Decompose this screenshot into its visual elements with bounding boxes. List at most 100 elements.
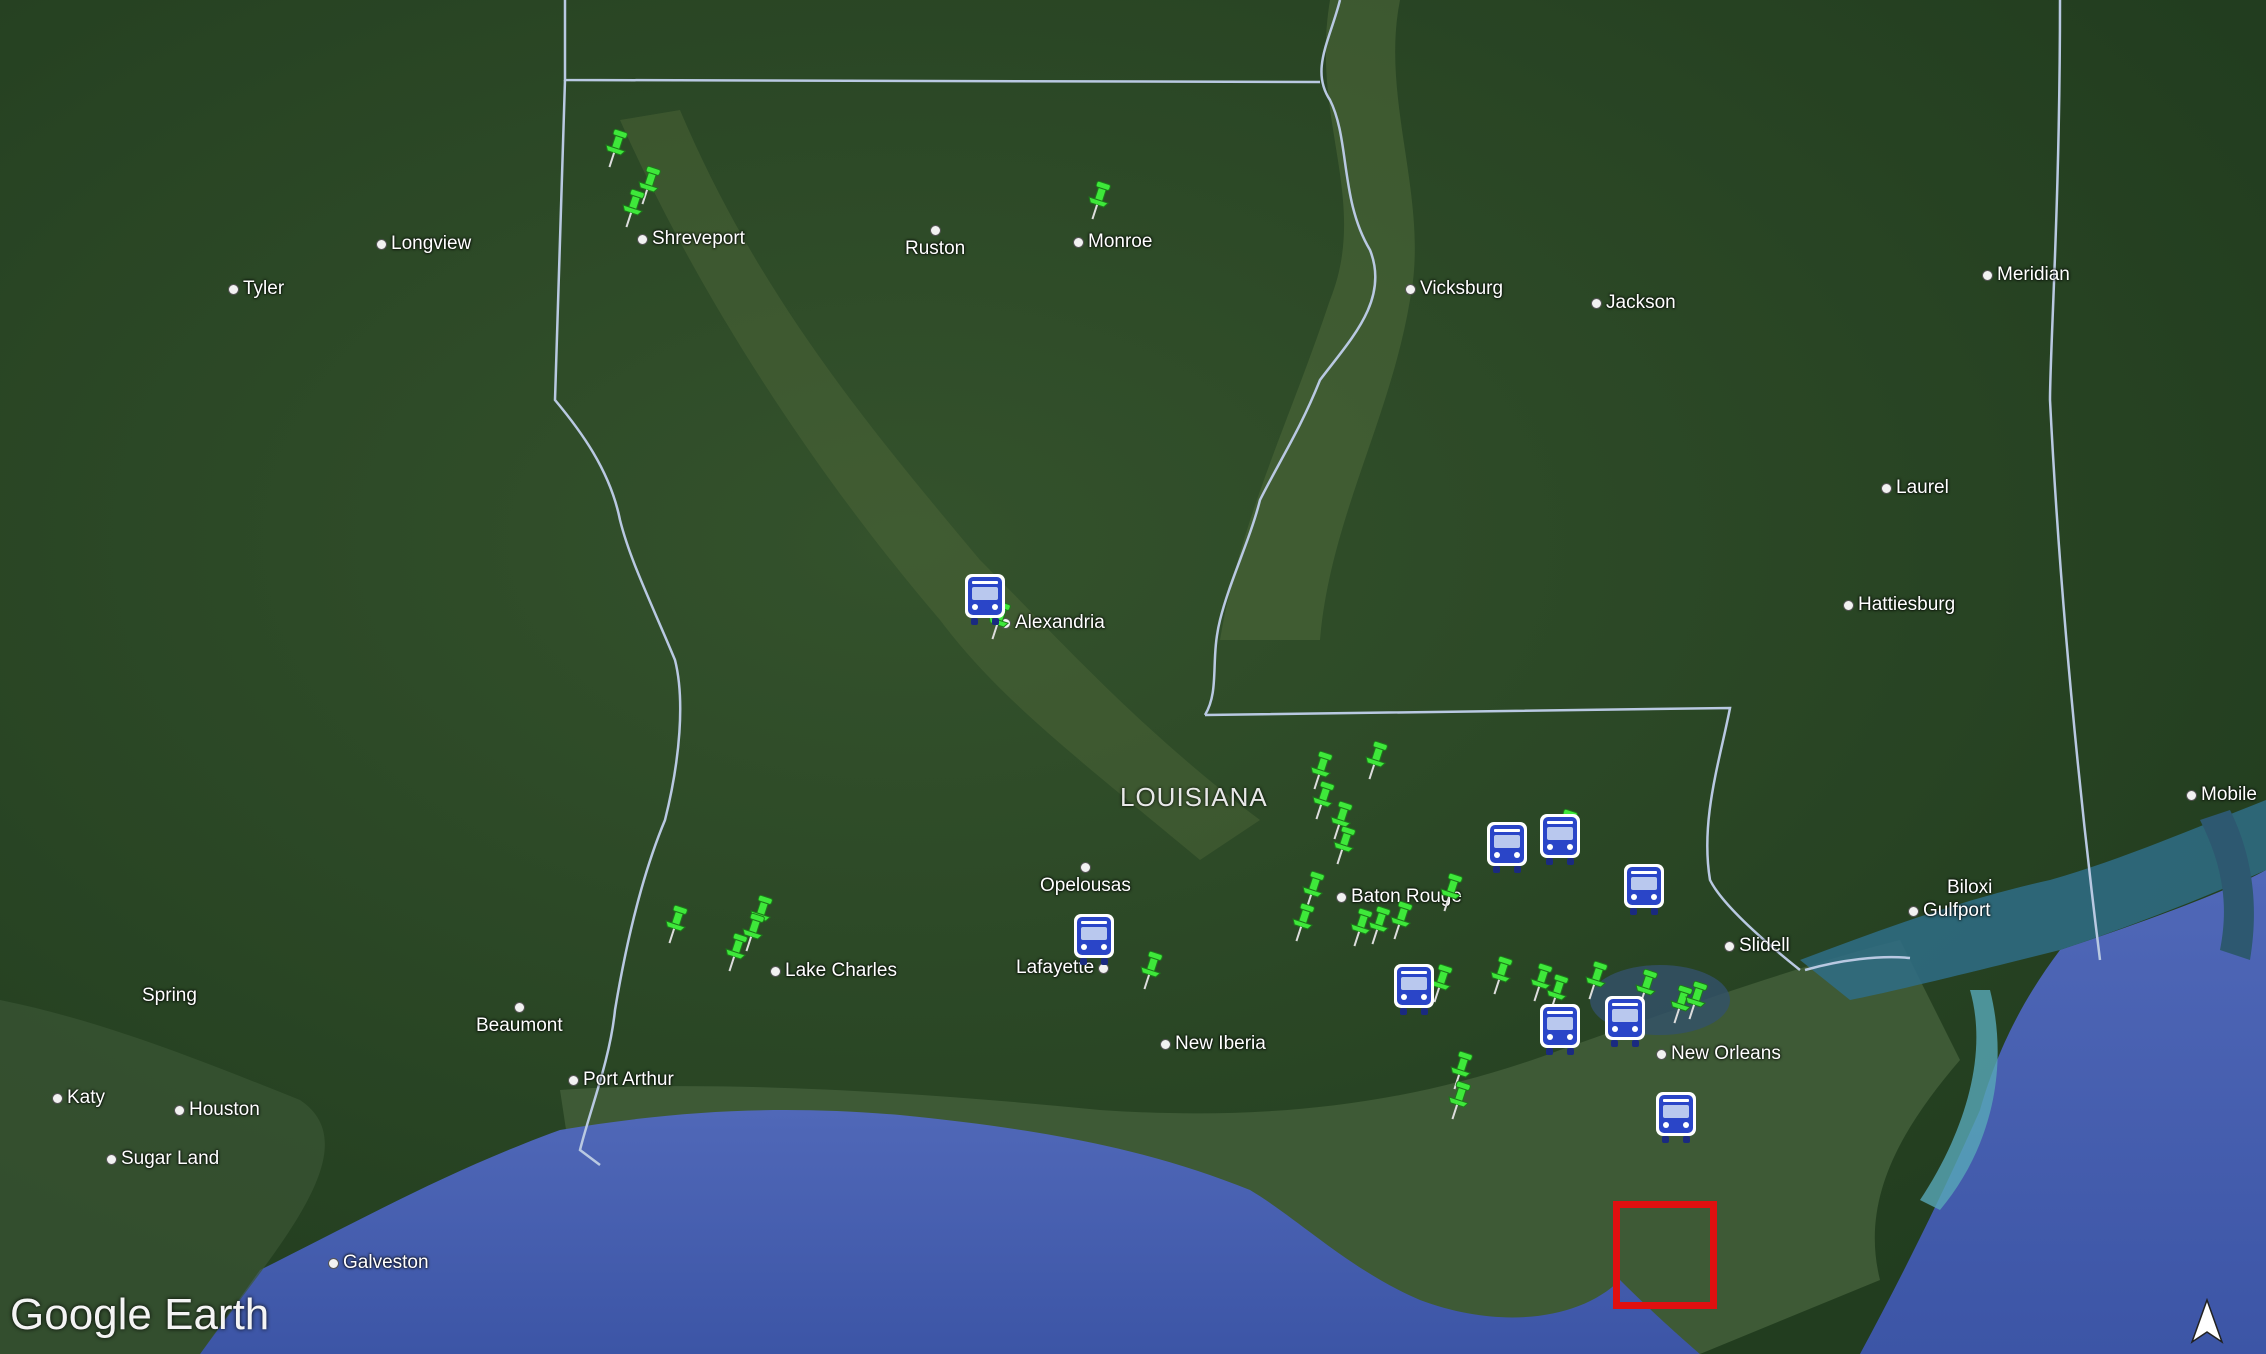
green-pushpin-icon[interactable] bbox=[1426, 963, 1454, 1007]
city-dot bbox=[1982, 269, 1993, 281]
green-pushpin-icon[interactable] bbox=[1681, 980, 1709, 1024]
city-dot bbox=[174, 1104, 185, 1116]
city-dot bbox=[376, 238, 387, 250]
state-label: LOUISIANA bbox=[1120, 782, 1268, 812]
green-pushpin-icon[interactable] bbox=[1542, 973, 1570, 1017]
bus-icon[interactable] bbox=[1654, 1090, 1698, 1146]
city-label: Slidell bbox=[1724, 935, 1790, 957]
green-pushpin-icon[interactable] bbox=[721, 932, 749, 976]
city-dot bbox=[1160, 1038, 1171, 1050]
city-name: Spring bbox=[142, 985, 197, 1006]
green-pushpin-icon[interactable] bbox=[1306, 750, 1334, 794]
city-name: Jackson bbox=[1606, 292, 1676, 313]
city-name: Monroe bbox=[1088, 231, 1153, 252]
city-dot bbox=[513, 1002, 525, 1013]
green-pushpin-icon[interactable] bbox=[1386, 900, 1414, 944]
city-name: Mobile bbox=[2201, 784, 2257, 805]
city-name: Longview bbox=[391, 233, 472, 254]
city-dot bbox=[1079, 862, 1091, 873]
city-name: Biloxi bbox=[1947, 877, 1993, 898]
green-pushpin-icon[interactable] bbox=[738, 912, 766, 956]
city-label: Vicksburg bbox=[1405, 278, 1503, 300]
city-dot bbox=[1908, 905, 1919, 917]
bus-icon[interactable] bbox=[1392, 962, 1436, 1018]
city-label: Houston bbox=[174, 1099, 260, 1121]
city-dot bbox=[2186, 789, 2197, 801]
city-name: Laurel bbox=[1896, 477, 1949, 498]
city-label: Hattiesburg bbox=[1843, 594, 1955, 616]
city-dot bbox=[1591, 297, 1602, 309]
city-dot bbox=[106, 1153, 117, 1165]
green-pushpin-icon[interactable] bbox=[1136, 950, 1164, 994]
bus-icon[interactable] bbox=[1622, 862, 1666, 918]
bus-icon[interactable] bbox=[1538, 1002, 1582, 1058]
city-dot bbox=[52, 1092, 63, 1104]
city-label: Katy bbox=[52, 1087, 105, 1109]
city-name: Baton Rouge bbox=[1351, 886, 1462, 907]
city-label: Beaumont bbox=[476, 1002, 563, 1037]
city-label: Opelousas bbox=[1040, 862, 1131, 897]
city-name: Ruston bbox=[905, 238, 966, 259]
google-earth-logo: Google Earth bbox=[10, 1290, 270, 1339]
city-label: Longview bbox=[376, 233, 471, 255]
city-dot bbox=[1405, 283, 1416, 295]
city-label: New Iberia bbox=[1160, 1033, 1266, 1055]
city-label: Spring bbox=[142, 985, 197, 1007]
city-label: Alexandria bbox=[1000, 612, 1105, 634]
city-dot bbox=[1336, 891, 1347, 903]
city-label: Shreveport bbox=[637, 228, 745, 250]
green-pushpin-icon[interactable] bbox=[1486, 955, 1514, 999]
green-pushpin-icon[interactable] bbox=[1326, 800, 1354, 844]
city-name: Gulfport bbox=[1923, 900, 1991, 921]
green-pushpin-icon[interactable] bbox=[1436, 872, 1464, 916]
green-pushpin-icon[interactable] bbox=[1581, 960, 1609, 1004]
city-name: Meridian bbox=[1997, 264, 2070, 285]
city-label: Galveston bbox=[328, 1252, 429, 1274]
city-name: Hattiesburg bbox=[1858, 594, 1956, 615]
green-pushpin-icon[interactable] bbox=[1346, 907, 1374, 951]
north-arrow-icon[interactable] bbox=[2190, 1298, 2224, 1344]
city-name: Port Arthur bbox=[583, 1069, 674, 1090]
city-label: Lake Charles bbox=[770, 960, 897, 982]
city-dot bbox=[228, 283, 239, 295]
green-pushpin-icon[interactable] bbox=[1361, 740, 1389, 784]
bus-icon[interactable] bbox=[1603, 994, 1647, 1050]
city-label: Tyler bbox=[228, 278, 284, 300]
bus-icon[interactable] bbox=[1072, 912, 1116, 968]
city-name: Lafayette bbox=[1016, 957, 1095, 978]
green-pushpin-icon[interactable] bbox=[1526, 962, 1554, 1006]
green-pushpin-icon[interactable] bbox=[1446, 1050, 1474, 1094]
city-label: Port Arthur bbox=[568, 1069, 674, 1091]
bus-icon[interactable] bbox=[1485, 820, 1529, 876]
city-name: Katy bbox=[67, 1087, 106, 1108]
city-dot bbox=[1843, 599, 1854, 611]
green-pushpin-icon[interactable] bbox=[1084, 180, 1112, 224]
city-label: Monroe bbox=[1073, 231, 1152, 253]
bus-icon[interactable] bbox=[1538, 812, 1582, 868]
city-label: Biloxi bbox=[1947, 877, 1992, 899]
green-pushpin-icon[interactable] bbox=[1444, 1080, 1472, 1124]
city-label: Mobile bbox=[2186, 784, 2257, 806]
green-pushpin-icon[interactable] bbox=[601, 128, 629, 172]
green-pushpin-icon[interactable] bbox=[634, 165, 662, 209]
city-name: Shreveport bbox=[652, 228, 745, 249]
city-dot bbox=[770, 965, 781, 977]
city-name: Lake Charles bbox=[785, 960, 897, 981]
city-name: Tyler bbox=[243, 278, 285, 299]
green-pushpin-icon[interactable] bbox=[1329, 825, 1357, 869]
city-label: Meridian bbox=[1982, 264, 2070, 286]
green-pushpin-icon[interactable] bbox=[1364, 905, 1392, 949]
green-pushpin-icon[interactable] bbox=[618, 188, 646, 232]
city-dot bbox=[1881, 482, 1892, 494]
green-pushpin-icon[interactable] bbox=[1308, 780, 1336, 824]
green-pushpin-icon[interactable] bbox=[1288, 902, 1316, 946]
city-name: Opelousas bbox=[1040, 875, 1131, 896]
green-pushpin-icon[interactable] bbox=[661, 904, 689, 948]
bus-icon[interactable] bbox=[963, 572, 1007, 628]
city-label: Baton Rouge bbox=[1336, 886, 1462, 908]
green-pushpin-icon[interactable] bbox=[1666, 984, 1694, 1028]
selected-marker-highlight bbox=[1613, 1201, 1717, 1309]
city-name: Beaumont bbox=[476, 1015, 563, 1036]
